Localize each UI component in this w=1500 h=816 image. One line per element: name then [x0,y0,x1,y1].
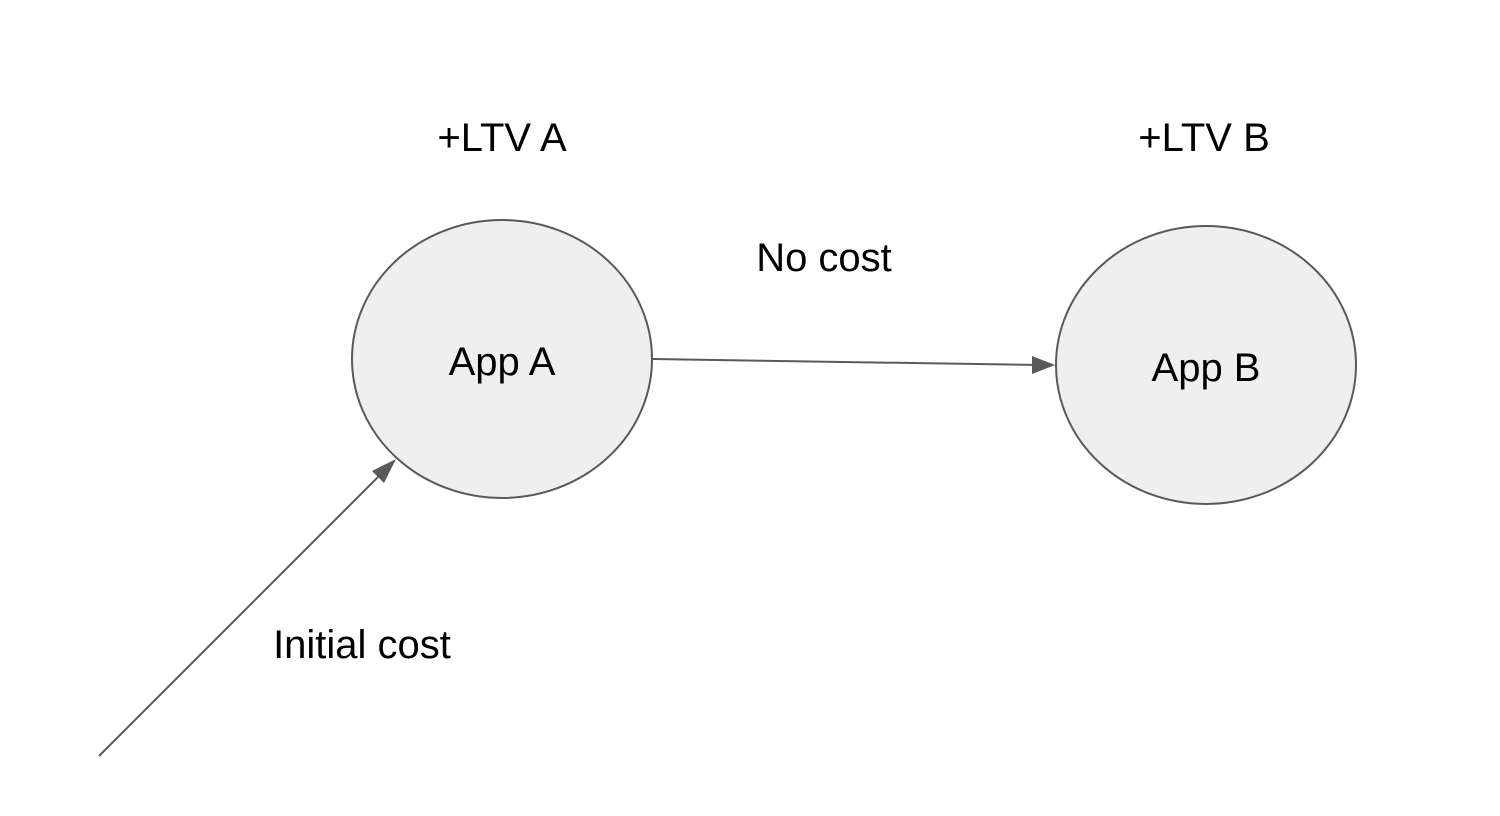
node-app-b-label: App B [1152,346,1261,390]
edge-no-cost-line [651,358,1039,366]
node-app-b-shape [1055,225,1357,505]
edge-initial-cost [98,459,396,757]
node-app-a[interactable]: App A [351,219,653,499]
edge-no-cost-label: No cost [756,236,892,280]
edge-initial-cost-arrowhead [372,459,396,483]
node-app-a-shape [351,219,653,499]
node-app-a-label: App A [449,340,556,384]
edge-initial-cost-line [98,470,385,757]
edge-initial-cost-label: Initial cost [273,623,451,667]
edge-no-cost [651,356,1055,374]
ltv-b-label: +LTV B [1138,116,1270,160]
node-app-b[interactable]: App B [1055,225,1357,505]
edge-no-cost-arrowhead [1032,356,1055,374]
ltv-a-label: +LTV A [437,116,567,160]
